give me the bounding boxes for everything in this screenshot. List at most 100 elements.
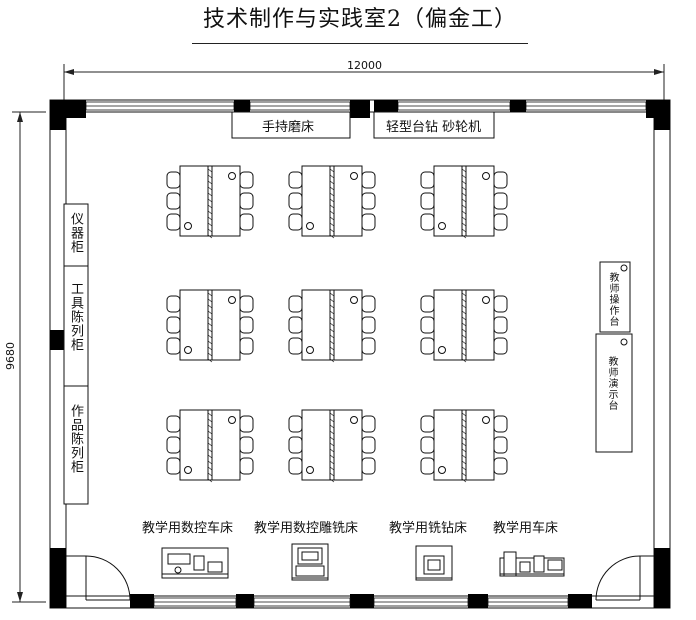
vise-icon — [184, 222, 192, 230]
work-display-cabinet-label: 作品陈列柜 — [68, 404, 83, 474]
height-dimension — [12, 111, 46, 603]
workstation — [420, 409, 508, 483]
vise-icon — [482, 172, 490, 180]
bottom-windows — [153, 597, 569, 607]
chair — [493, 436, 508, 454]
chair — [239, 337, 254, 355]
chair — [493, 192, 508, 210]
workstation — [288, 289, 376, 363]
chair — [361, 436, 376, 454]
chair — [239, 436, 254, 454]
chair — [166, 192, 181, 210]
chair — [166, 316, 181, 334]
workstation — [288, 165, 376, 239]
left-cabinets — [63, 203, 89, 505]
title-underline — [192, 43, 528, 44]
vise-icon — [184, 466, 192, 474]
chair — [239, 457, 254, 475]
chair — [420, 436, 435, 454]
chair — [420, 316, 435, 334]
workstation — [166, 165, 254, 239]
vise-icon — [306, 222, 314, 230]
vise-icon — [438, 346, 446, 354]
chair — [288, 436, 303, 454]
chair — [493, 415, 508, 433]
chair — [493, 213, 508, 231]
chair — [288, 295, 303, 313]
chair — [239, 415, 254, 433]
chair — [288, 171, 303, 189]
vise-icon — [350, 172, 358, 180]
chair — [420, 337, 435, 355]
chair — [166, 213, 181, 231]
vise-icon — [438, 222, 446, 230]
machine-drawings — [161, 543, 565, 581]
vise-icon — [350, 416, 358, 424]
chair — [288, 415, 303, 433]
vise-icon — [438, 466, 446, 474]
tool-display-cabinet-label: 工具陈列柜 — [68, 282, 83, 352]
chair — [288, 213, 303, 231]
chair — [166, 337, 181, 355]
chair — [166, 295, 181, 313]
plan-title: 技术制作与实践室2（偏金工） — [203, 7, 517, 32]
desk-grid — [166, 165, 508, 483]
chair — [239, 192, 254, 210]
chair — [288, 337, 303, 355]
pillars — [50, 100, 670, 608]
chair — [166, 436, 181, 454]
vise-icon — [482, 416, 490, 424]
chair — [239, 295, 254, 313]
chair — [361, 337, 376, 355]
chair — [361, 415, 376, 433]
chair — [493, 316, 508, 334]
lathe-drawing — [499, 551, 565, 577]
chair — [288, 192, 303, 210]
cnc-engraver-label: 教学用数控雕铣床 — [254, 521, 359, 536]
vise-icon — [306, 466, 314, 474]
chair — [361, 171, 376, 189]
teacher-desks — [595, 261, 633, 453]
instrument-cabinet-label: 仪器柜 — [68, 212, 83, 254]
chair — [420, 415, 435, 433]
workstation — [166, 289, 254, 363]
chair — [361, 295, 376, 313]
workstation — [166, 409, 254, 483]
lathe-label: 教学用车床 — [493, 521, 559, 536]
chair — [166, 415, 181, 433]
chair — [361, 192, 376, 210]
door-left — [66, 555, 131, 601]
workstation — [420, 289, 508, 363]
chair — [166, 171, 181, 189]
door-right — [595, 555, 654, 601]
vise-icon — [306, 346, 314, 354]
cnc-engraver-drawing — [291, 543, 329, 581]
chair — [420, 171, 435, 189]
top-windows — [85, 101, 647, 111]
height-dimension-label: 9680 — [4, 342, 17, 370]
width-dimension-label: 12000 — [347, 59, 382, 72]
chair — [239, 213, 254, 231]
workstation — [420, 165, 508, 239]
chair — [420, 192, 435, 210]
teacher-demo-desk-label: 教师演示台 — [606, 356, 617, 411]
chair — [493, 337, 508, 355]
chair — [239, 316, 254, 334]
chair — [361, 213, 376, 231]
chair — [420, 457, 435, 475]
chair — [493, 171, 508, 189]
vise-icon — [228, 172, 236, 180]
drill-grinder-label: 轻型台钻 砂轮机 — [386, 120, 482, 135]
mill-drill-label: 教学用铣钻床 — [389, 521, 468, 536]
vise-icon — [482, 296, 490, 304]
chair — [420, 213, 435, 231]
cnc-lathe-label: 教学用数控车床 — [142, 521, 234, 536]
vise-icon — [184, 346, 192, 354]
chair — [493, 457, 508, 475]
chair — [420, 295, 435, 313]
top-equipment-boxes — [231, 111, 495, 139]
chair — [166, 457, 181, 475]
chair — [288, 316, 303, 334]
chair — [288, 457, 303, 475]
